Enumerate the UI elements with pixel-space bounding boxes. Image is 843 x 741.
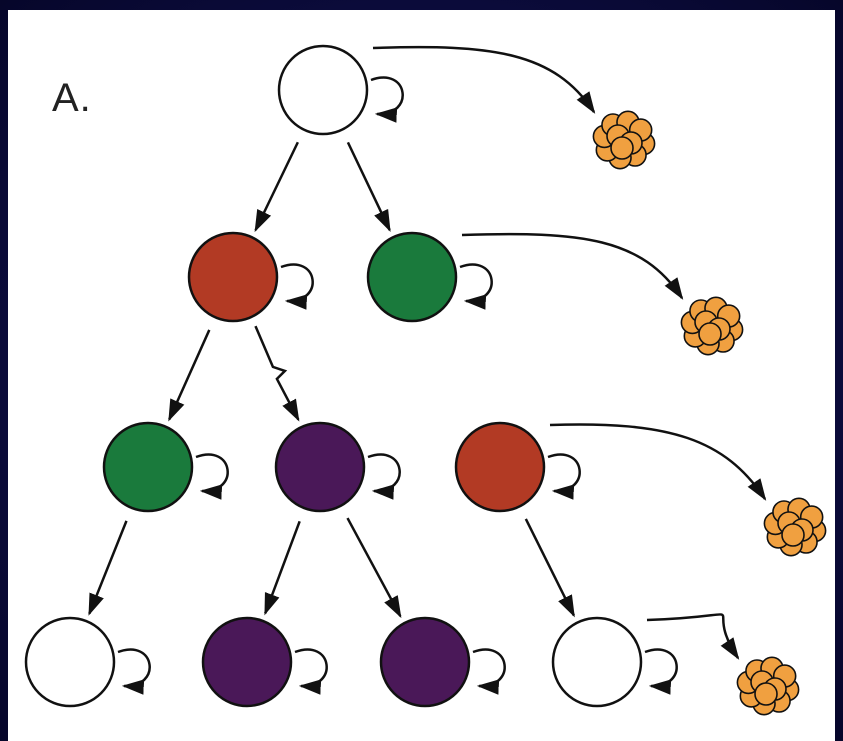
differentiation-arrow: [524, 518, 575, 618]
cluster-cell: [698, 322, 722, 346]
arrows-group: [88, 45, 767, 695]
cell-green-gen3: [102, 421, 194, 513]
self-renewal-arrow: [367, 453, 401, 500]
tumor-formation-arrow: [549, 423, 767, 501]
cluster-cell: [754, 682, 778, 706]
self-renewal-arrow: [472, 648, 506, 695]
self-renewal-arrow: [294, 648, 328, 695]
self-renewal-arrow: [280, 263, 314, 310]
differentiation-arrow: [264, 520, 301, 616]
cell-white-gen4-a: [24, 616, 116, 708]
self-renewal-arrow: [644, 648, 678, 695]
differentiation-arrow: [346, 517, 402, 619]
tumor-cluster-3: [763, 497, 827, 557]
tumor-formation-arrow: [372, 45, 596, 114]
self-renewal-arrow: [547, 453, 581, 500]
cells-group: [24, 44, 643, 708]
tumor-cluster-4: [736, 656, 800, 716]
tumor-formation-arrow: [646, 613, 740, 660]
cluster-cell: [781, 523, 805, 547]
cluster-cell: [610, 136, 634, 160]
panel-label: A.: [52, 76, 92, 120]
differentiation-arrow: [168, 329, 211, 422]
self-renewal-arrow: [459, 263, 493, 310]
self-renewal-arrow: [195, 453, 229, 500]
cell-root: [277, 44, 369, 136]
clusters-group: [592, 110, 827, 716]
cell-green-gen2: [366, 231, 458, 323]
differentiation-arrow: [254, 141, 299, 233]
mutation-arrow: [254, 325, 300, 422]
self-renewal-arrow: [370, 76, 404, 123]
cell-purple-gen4-b: [379, 616, 471, 708]
differentiation-arrow: [346, 141, 391, 233]
differentiation-arrow: [88, 520, 128, 616]
tumor-cluster-1: [592, 110, 656, 170]
cell-red-gen3: [454, 421, 546, 513]
tumor-formation-arrow: [461, 232, 684, 300]
cell-white-gen4-b: [551, 616, 643, 708]
cell-purple-gen4-a: [201, 616, 293, 708]
cell-red-gen2: [187, 231, 279, 323]
self-renewal-arrow: [117, 648, 151, 695]
tumor-cluster-2: [680, 296, 744, 356]
cell-purple-gen3: [274, 421, 366, 513]
